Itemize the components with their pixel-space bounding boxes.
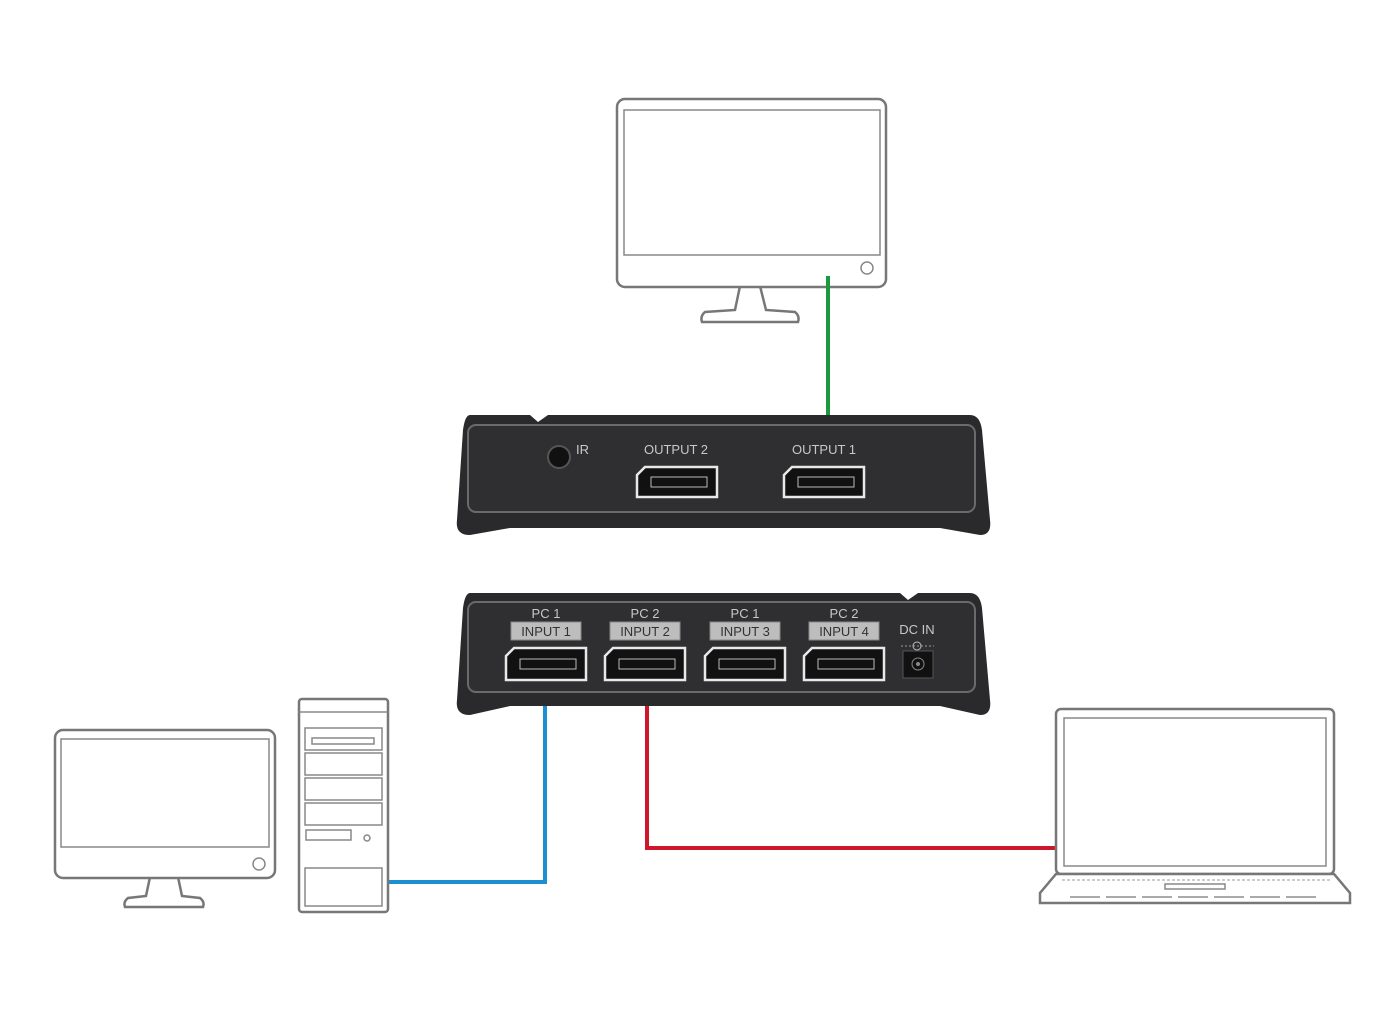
switch-output-side: IR OUTPUT 2 OUTPUT 1 bbox=[456, 415, 991, 535]
input3-label: INPUT 3 bbox=[720, 624, 770, 639]
input1-label: INPUT 1 bbox=[521, 624, 571, 639]
output2-port[interactable] bbox=[635, 465, 719, 499]
input4-port[interactable]: PC 2 INPUT 4 bbox=[802, 606, 886, 682]
output1-port[interactable] bbox=[782, 465, 866, 499]
output1-label: OUTPUT 1 bbox=[792, 442, 856, 457]
switch-input-side: PC 1 INPUT 1 PC 2 INPUT 2 PC 1 INPUT 3 P… bbox=[456, 593, 991, 715]
power-button-icon bbox=[860, 261, 874, 275]
input2-port[interactable]: PC 2 INPUT 2 bbox=[603, 606, 687, 682]
top-monitor bbox=[615, 97, 888, 324]
dc-in-label: DC IN bbox=[899, 622, 934, 637]
polarity-icon bbox=[901, 641, 934, 651]
input3-port[interactable]: PC 1 INPUT 3 bbox=[703, 606, 787, 682]
input1-pc-label: PC 1 bbox=[532, 606, 561, 621]
desktop-monitor bbox=[53, 728, 277, 909]
input1-port[interactable]: PC 1 INPUT 1 bbox=[504, 606, 588, 682]
input3-pc-label: PC 1 bbox=[731, 606, 760, 621]
input2-label: INPUT 2 bbox=[620, 624, 670, 639]
ir-jack bbox=[547, 445, 571, 469]
laptop bbox=[1038, 707, 1352, 905]
cable-input1 bbox=[372, 684, 547, 884]
cable-input2 bbox=[645, 684, 1088, 850]
input4-pc-label: PC 2 bbox=[830, 606, 859, 621]
desktop-tower bbox=[297, 697, 390, 914]
input2-pc-label: PC 2 bbox=[631, 606, 660, 621]
input4-label: INPUT 4 bbox=[819, 624, 869, 639]
output2-label: OUTPUT 2 bbox=[644, 442, 708, 457]
ir-label: IR bbox=[576, 442, 589, 457]
dc-in-jack[interactable] bbox=[902, 650, 934, 679]
